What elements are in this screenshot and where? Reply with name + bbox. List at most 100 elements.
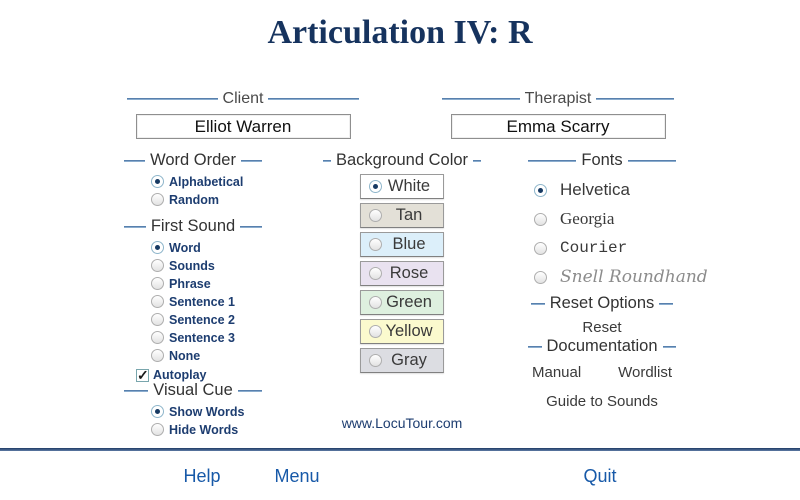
- radio-icon: [151, 259, 164, 272]
- divider-line: [268, 98, 359, 100]
- radio-icon: [151, 423, 164, 436]
- divider-line: [240, 159, 263, 162]
- color-button-rose[interactable]: Rose: [360, 261, 444, 286]
- radio-hide-words[interactable]: Hide Words: [151, 422, 262, 437]
- color-button-yellow[interactable]: Yellow: [360, 319, 444, 344]
- radio-sentence-1[interactable]: Sentence 1: [151, 294, 262, 309]
- radio-alphabetical[interactable]: Alphabetical: [151, 174, 262, 189]
- radio-font-georgia[interactable]: Georgia: [534, 209, 676, 228]
- color-button-white[interactable]: White: [360, 174, 444, 199]
- color-button-tan[interactable]: Tan: [360, 203, 444, 228]
- color-button-blue[interactable]: Blue: [360, 232, 444, 257]
- divider-line: [124, 389, 149, 392]
- radio-font-snell-roundhand[interactable]: Snell Roundhand: [534, 267, 708, 287]
- radio-label: Sentence 2: [169, 312, 236, 327]
- font-label: Courier: [560, 239, 628, 257]
- radio-font-courier[interactable]: Courier: [534, 239, 676, 257]
- radio-icon: [534, 183, 547, 197]
- menu-button[interactable]: Menu: [274, 466, 320, 486]
- divider-line: [528, 345, 542, 348]
- color-label: Tan: [395, 206, 423, 224]
- divider-line: [531, 302, 545, 305]
- color-label: Yellow: [385, 322, 433, 340]
- client-label: Client: [222, 90, 264, 107]
- divider-line: [528, 159, 577, 162]
- radio-sentence-2[interactable]: Sentence 2: [151, 312, 262, 327]
- website-link[interactable]: www.LocuTour.com: [341, 415, 463, 431]
- divider-line: [237, 389, 262, 392]
- divider-line: [627, 159, 676, 162]
- radio-sentence-3[interactable]: Sentence 3: [151, 331, 262, 345]
- radio-word[interactable]: Word: [151, 240, 262, 255]
- radio-show-words[interactable]: Show Words: [151, 404, 262, 419]
- radio-icon: [369, 267, 382, 280]
- radio-icon: [534, 212, 547, 226]
- client-name-input[interactable]: [135, 114, 351, 139]
- divider-line: [124, 225, 146, 228]
- radio-label: Word: [169, 240, 201, 255]
- divider-line: [124, 159, 146, 162]
- first-sound-section: First Sound Word Sounds Phrase Sentence …: [124, 217, 262, 384]
- divider-line: [442, 98, 520, 100]
- radio-icon: [151, 175, 164, 188]
- wordlist-link[interactable]: Wordlist: [618, 364, 672, 381]
- divider-line: [662, 345, 677, 348]
- radio-icon: [151, 313, 164, 326]
- guide-to-sounds-link[interactable]: Guide to Sounds: [546, 393, 658, 410]
- radio-icon: [151, 405, 164, 418]
- radio-icon: [369, 209, 382, 222]
- fonts-header: Fonts: [528, 151, 676, 170]
- radio-label: Hide Words: [169, 422, 239, 437]
- radio-sounds[interactable]: Sounds: [151, 259, 262, 273]
- reset-button[interactable]: Reset: [582, 319, 622, 336]
- radio-icon: [534, 241, 547, 255]
- reset-options-header: Reset Options: [531, 294, 673, 313]
- background-color-section: Background Color White Tan Blue Rose Gre…: [323, 151, 482, 373]
- documentation-section: Documentation Manual Wordlist Guide to S…: [528, 337, 677, 410]
- divider-line: [596, 98, 675, 100]
- reset-options-section: Reset Options Reset: [531, 294, 673, 336]
- reset-options-title: Reset Options: [549, 294, 655, 312]
- therapist-label: Therapist: [524, 90, 592, 107]
- radio-icon: [369, 180, 382, 193]
- word-order-section: Word Order Alphabetical Random: [124, 151, 263, 207]
- documentation-links-row: Manual Wordlist: [528, 364, 676, 381]
- radio-label: Show Words: [169, 404, 245, 419]
- radio-icon: [534, 270, 547, 284]
- radio-label: None: [169, 348, 201, 363]
- color-label: Rose: [389, 264, 429, 282]
- fonts-title: Fonts: [581, 151, 623, 169]
- font-label: Georgia: [560, 209, 615, 228]
- radio-label: Alphabetical: [169, 174, 244, 189]
- therapist-name-input[interactable]: [450, 114, 666, 139]
- radio-font-helvetica[interactable]: Helvetica: [534, 180, 676, 199]
- documentation-title: Documentation: [546, 337, 658, 355]
- manual-link[interactable]: Manual: [532, 364, 582, 381]
- autoplay-checkbox-row[interactable]: Autoplay: [136, 367, 262, 384]
- divider-line: [323, 159, 331, 162]
- radio-icon: [369, 325, 382, 338]
- footer-divider: [0, 448, 800, 451]
- checkbox-label: Autoplay: [153, 368, 207, 382]
- color-label: Gray: [391, 351, 427, 369]
- first-sound-title: First Sound: [150, 217, 236, 235]
- radio-icon: [369, 354, 382, 367]
- font-label: Snell Roundhand: [560, 267, 708, 287]
- radio-icon: [151, 277, 164, 290]
- radio-icon: [369, 296, 382, 309]
- client-header: Client: [127, 90, 359, 108]
- radio-label: Sentence 1: [169, 294, 236, 309]
- color-label: White: [387, 177, 431, 195]
- radio-icon: [151, 193, 164, 206]
- radio-label: Random: [169, 192, 219, 207]
- divider-line: [473, 159, 482, 162]
- color-button-gray[interactable]: Gray: [360, 348, 444, 373]
- radio-none[interactable]: None: [151, 348, 262, 363]
- radio-phrase[interactable]: Phrase: [151, 277, 262, 291]
- radio-random[interactable]: Random: [151, 192, 262, 207]
- quit-button[interactable]: Quit: [583, 466, 617, 486]
- help-button[interactable]: Help: [183, 466, 221, 486]
- color-button-green[interactable]: Green: [360, 290, 444, 315]
- divider-line: [127, 98, 218, 100]
- radio-icon: [369, 238, 382, 251]
